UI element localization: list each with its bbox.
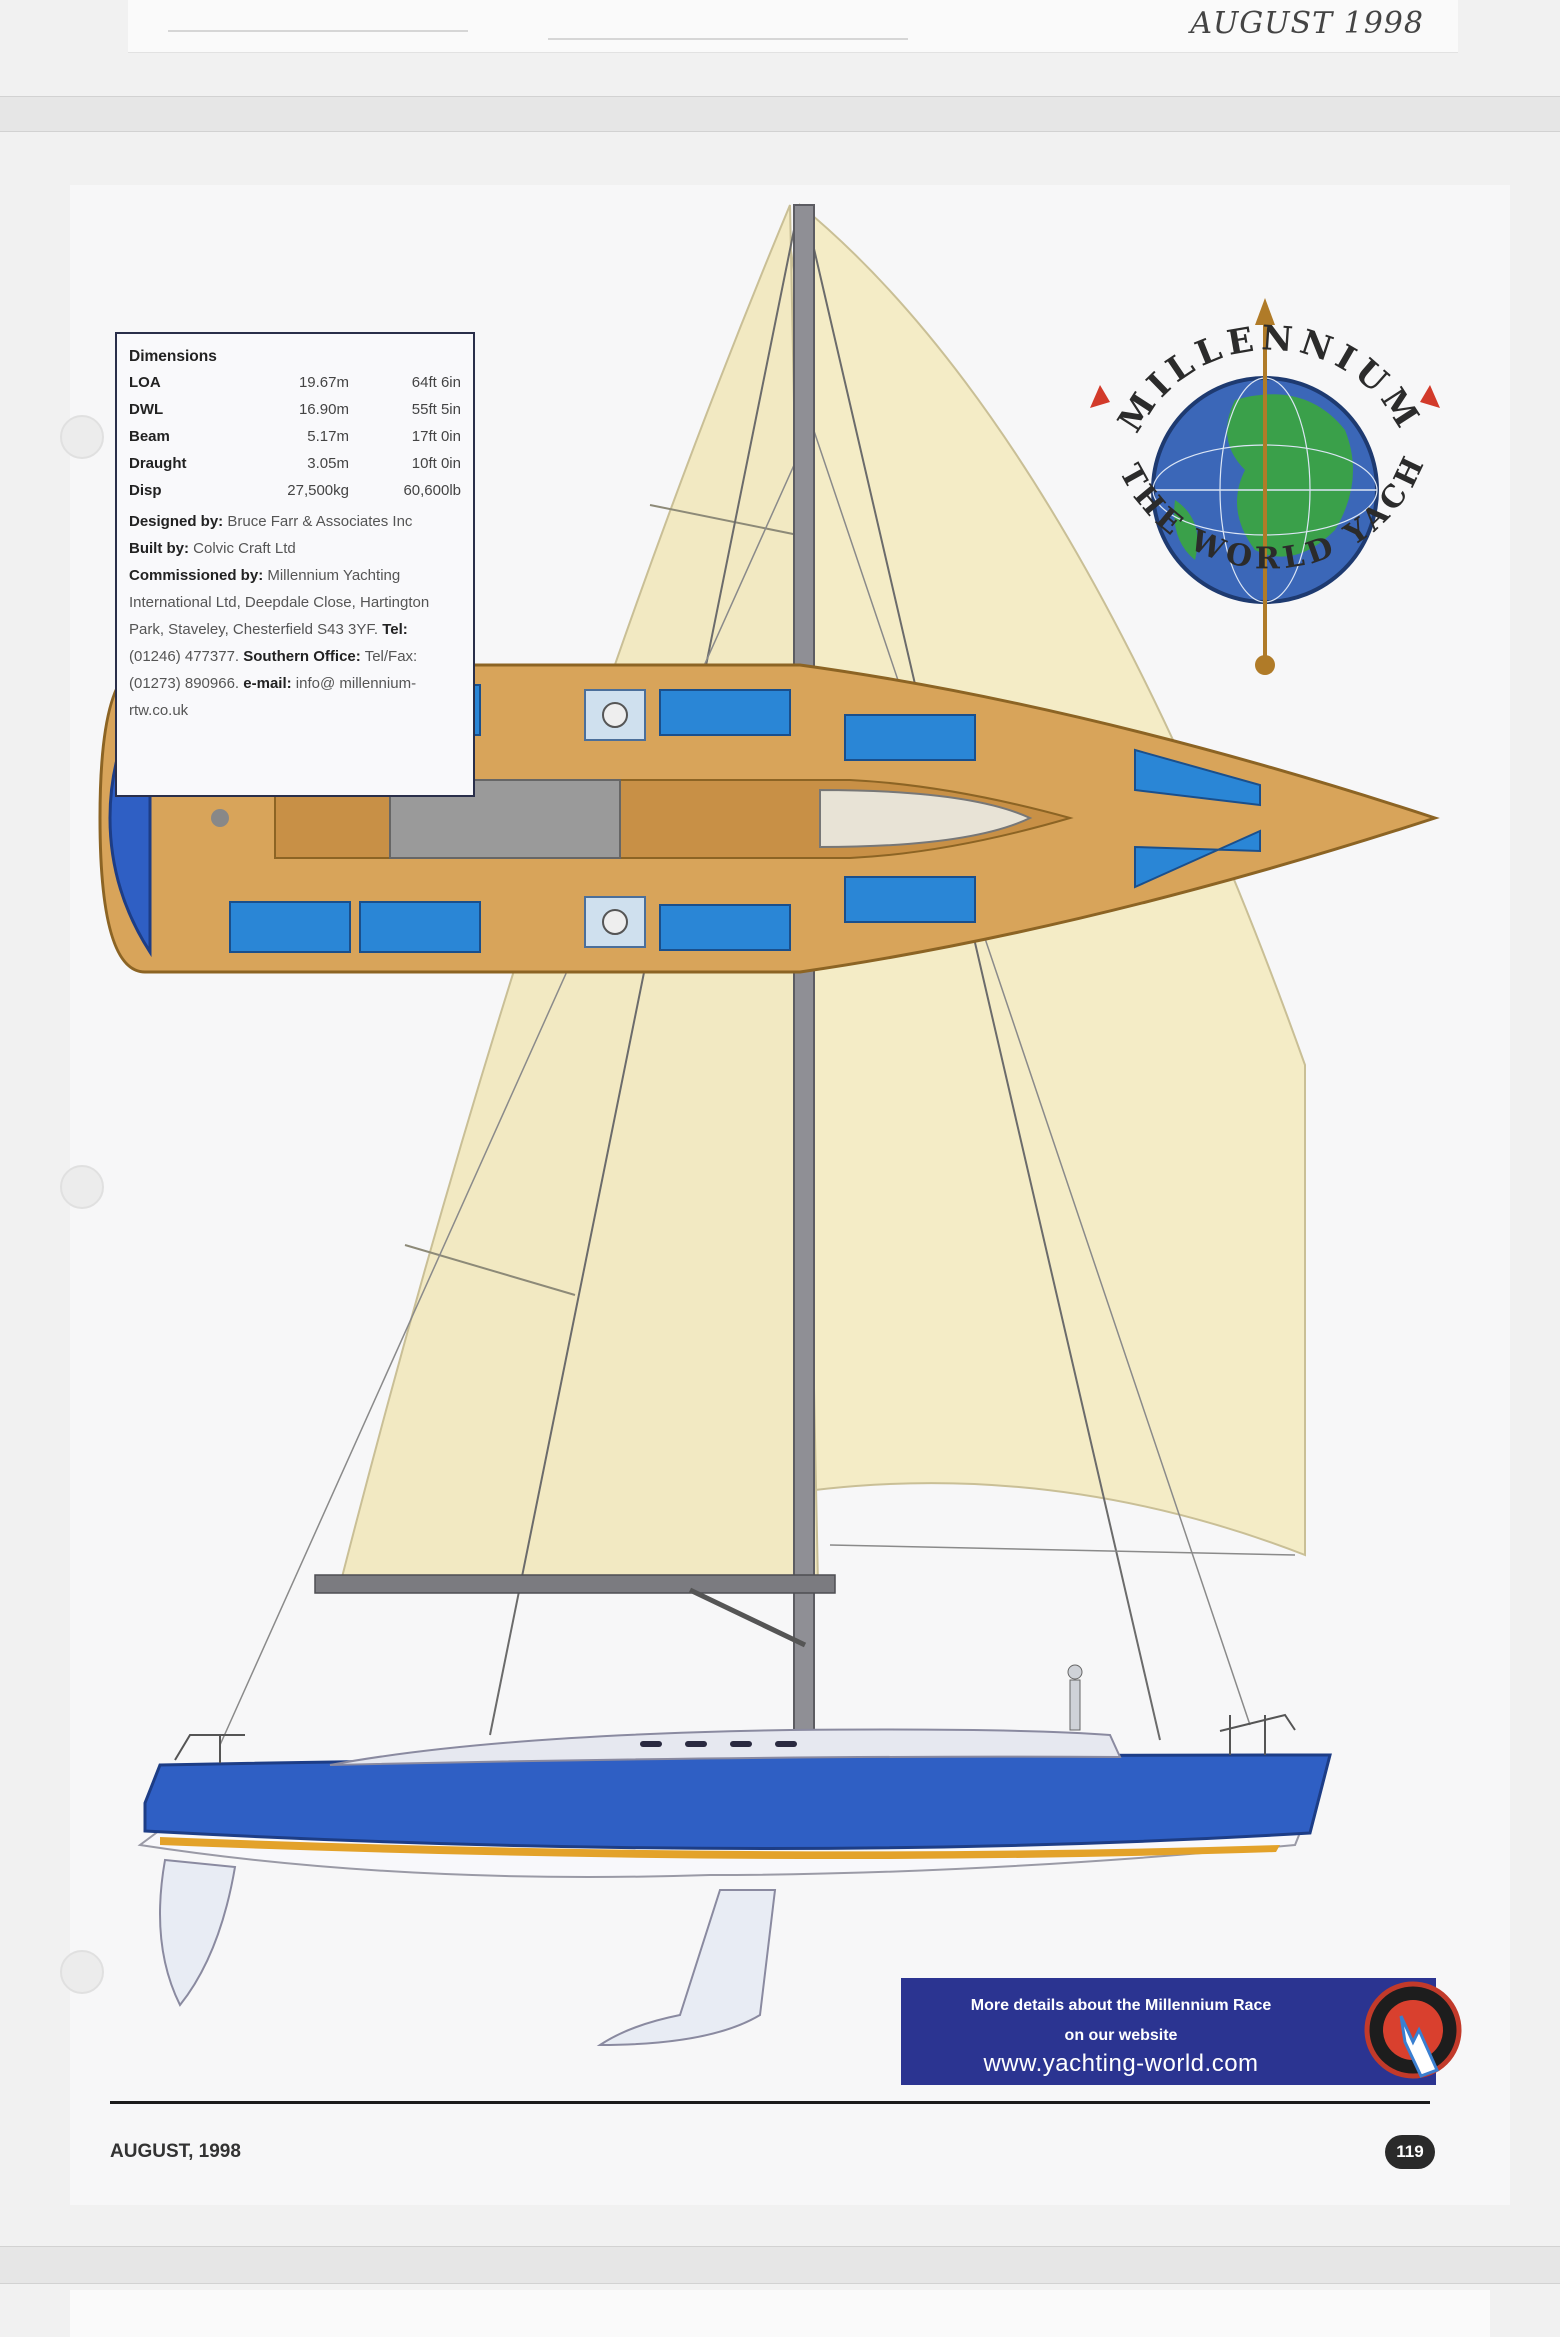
logo-text: MILLENNIUM ROUND THE WORLD YACHT RACE [1070, 295, 1429, 576]
keel [596, 1889, 777, 2047]
cabin-coachroof [329, 1728, 1122, 1766]
cushion [229, 901, 351, 953]
cushion [659, 904, 791, 951]
forward-hatch [819, 788, 1033, 849]
previous-page-fragment: AUGUST 1998 [128, 0, 1458, 53]
page-number: 119 [1385, 2135, 1435, 2169]
handwritten-date: AUGUST 1998 [1190, 6, 1424, 41]
website-banner[interactable]: More details about the Millennium Race o… [901, 1978, 1462, 2085]
binder-hole [60, 415, 104, 459]
magazine-page[interactable]: MILLENNIUM ROUND THE WORLD YACHT RACE Di… [60, 185, 1510, 2205]
winch [602, 909, 628, 935]
binder-hole [60, 1950, 104, 1994]
specifications-panel: Dimensions LOA 19.67m 64ft 6in DWL 16.90… [115, 332, 475, 797]
text-line [168, 30, 468, 32]
table-row: Disp 27,500kg 60,600lb [129, 477, 461, 504]
pointing-hand-icon [1364, 1981, 1462, 2079]
designer-credit: Designed by: Bruce Farr & Associates Inc [129, 513, 413, 531]
cushion [1134, 829, 1261, 889]
dimension-metric: 27,500kg [287, 482, 349, 500]
shroud [811, 424, 1251, 1726]
forestay [804, 209, 1161, 1741]
binder-hole [60, 1165, 104, 1209]
website-link[interactable]: www.yachting-world.com [983, 2050, 1259, 2077]
banner-text: More details about the Millennium Race o… [970, 1997, 1272, 2044]
boom [314, 1574, 836, 1594]
commissioner-contact: Commissioned by: Millennium Yachting Int… [129, 567, 430, 720]
dimension-imperial: 64ft 6in [411, 374, 461, 392]
dimension-imperial: 60,600lb [403, 482, 461, 500]
dimension-label: Beam [129, 428, 170, 446]
rudder [159, 1858, 237, 2007]
cushion [1134, 748, 1261, 807]
millennium-logo [1090, 298, 1440, 675]
spec-heading: Dimensions [129, 348, 217, 365]
dimension-imperial: 55ft 5in [411, 401, 461, 419]
dimension-imperial: 10ft 0in [411, 455, 461, 473]
wheel-hub [211, 809, 229, 827]
dimension-label: LOA [129, 374, 161, 392]
page-divider-top [0, 96, 1560, 132]
crew-figure [1069, 1679, 1081, 1731]
footer-rule [110, 2101, 1430, 2104]
table-row: DWL 16.90m 55ft 5in [129, 396, 461, 423]
dimensions-table: LOA 19.67m 64ft 6in DWL 16.90m 55ft 5in … [129, 369, 461, 504]
dimension-metric: 16.90m [298, 401, 349, 419]
dimension-metric: 3.05m [307, 455, 349, 473]
dimension-metric: 5.17m [307, 428, 349, 446]
dimension-metric: 19.67m [298, 374, 349, 392]
logo-top-arc: MILLENNIUM [1110, 318, 1423, 439]
winch [602, 702, 628, 728]
table-row: Draught 3.05m 10ft 0in [129, 450, 461, 477]
table-row: LOA 19.67m 64ft 6in [129, 369, 461, 396]
cushion [659, 689, 791, 736]
dimension-label: Disp [129, 482, 162, 500]
vang [688, 1587, 807, 1648]
cushion [844, 714, 976, 761]
hull-profile [137, 1664, 1332, 2047]
svg-text:MILLENNIUM: MILLENNIUM [1110, 318, 1429, 439]
table-row: Beam 5.17m 17ft 0in [129, 423, 461, 450]
boot-stripe [160, 1837, 1280, 1860]
text-line [548, 38, 908, 40]
dimension-label: DWL [129, 401, 164, 419]
compass-marker [1420, 385, 1440, 408]
mast [793, 204, 815, 1766]
compass-marker [1090, 385, 1110, 408]
cushion [844, 876, 976, 923]
cushion [359, 901, 481, 953]
shroud [219, 424, 813, 1746]
dimension-label: Draught [129, 455, 187, 473]
next-page-fragment [70, 2290, 1490, 2337]
batten [404, 1244, 576, 1296]
builder-credit: Built by: Colvic Craft Ltd [129, 540, 296, 558]
sheet [829, 1544, 1296, 1556]
batten [649, 504, 799, 536]
continent [1227, 394, 1353, 557]
footer-date: AUGUST, 1998 [110, 2141, 241, 2162]
hull-topsides [143, 1753, 1332, 1851]
page-divider-bottom [0, 2246, 1560, 2284]
dimension-imperial: 17ft 0in [411, 428, 461, 446]
